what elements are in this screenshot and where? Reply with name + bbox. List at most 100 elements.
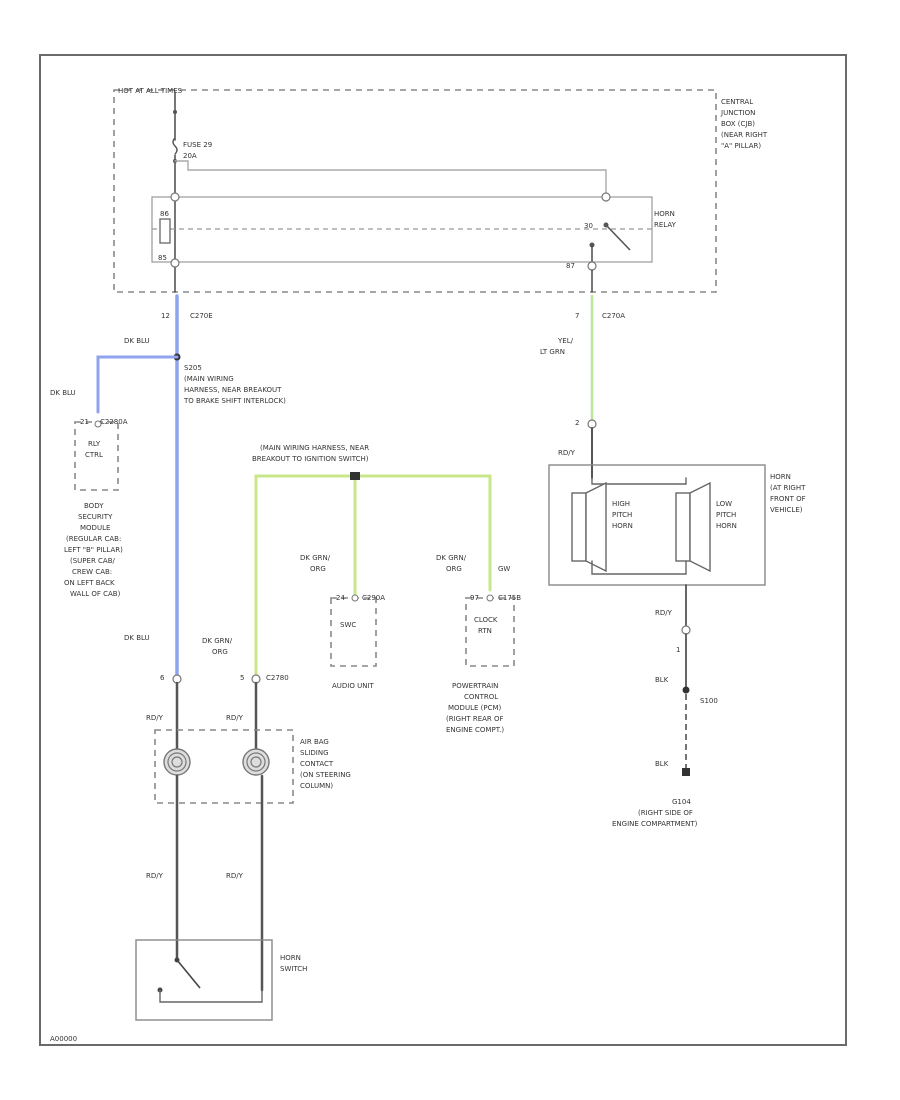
pcm-wire-tail: GW [498,565,510,573]
footer-code: A00000 [50,1035,77,1043]
cjb-label-1: CENTRAL [721,98,753,106]
pcm-desc-4: (RIGHT REAR OF [446,715,504,723]
clockspring-coil-left [163,748,191,776]
splice-s205-label: S205 [184,364,202,372]
security-connector: C2280A [100,418,128,426]
low-horn-label-3: HORN [716,522,737,530]
low-horn-label-2: PITCH [716,511,736,519]
horn-switch: HORN SWITCH [135,939,307,1021]
security-desc-6: (SUPER CAB/ [70,557,116,565]
horn-desc-1: HORN [770,473,791,481]
clockspring-desc-2: SLIDING [300,749,329,757]
security-desc-3: MODULE [80,524,110,532]
fuse-name: FUSE 29 [183,141,212,149]
splice-s100-label: S100 [700,697,718,705]
clockspring-wire-left-bottom: RD/Y [146,872,164,880]
pcm-desc-2: CONTROL [464,693,498,701]
security-desc-1: BODY [84,502,104,510]
relay-terminal-30: 30 [584,222,593,230]
security-desc-7: CREW CAB: [72,568,112,576]
audio-internal: SWC [340,621,356,629]
clockspring-desc-5: COLUMN) [300,782,333,790]
ground-desc-2: ENGINE COMPARTMENT) [612,820,698,828]
pcm-internal-2: RTN [478,627,492,635]
horn-switch-label-1: HORN [280,954,301,962]
ground-wire-mid-label: BLK [655,676,669,684]
wire-dk-blu-side-label: DK BLU [50,389,76,397]
horn-desc-2: (AT RIGHT [770,484,806,492]
horn-wire-label: RD/Y [558,449,576,457]
relay-switch-arm [605,224,631,251]
relay-terminal-85: 85 [158,254,167,262]
pcm-desc-5: ENGINE COMPT.) [446,726,504,734]
pin-6-label: 6 [160,674,165,682]
ground-wire-top-label: RD/Y [655,609,673,617]
cjb-label-3: BOX (CJB) [721,120,755,128]
security-module-box [74,421,119,491]
cjb-label-2: JUNCTION [720,109,755,117]
relay-label-1: HORN [654,210,675,218]
wire-left-label-1: DK GRN/ [202,637,233,645]
clockspring-desc-4: (ON STEERING [300,771,351,779]
harness-desc-2: BREAKOUT TO IGNITION SWITCH) [252,455,369,463]
ground-symbol [682,768,690,776]
connector-c270e-label: C270E [190,312,213,320]
ground-desc-1: (RIGHT SIDE OF [638,809,693,817]
security-desc-2: SECURITY [78,513,113,521]
pcm-desc-1: POWERTRAIN [452,682,498,690]
high-horn-label-1: HIGH [612,500,630,508]
ground-wire-bottom-label: BLK [655,760,669,768]
splice-s205-desc-2: HARNESS, NEAR BREAKOUT [184,386,282,394]
harness-desc-1: (MAIN WIRING HARNESS, NEAR [260,444,369,452]
diagram-border [39,54,847,1046]
high-horn-label-2: PITCH [612,511,632,519]
right-branch: 7 C270A YEL/ LT GRN 2 RD/Y HIGH PITCH HO… [540,294,806,828]
fuse-terminal-top [173,110,177,114]
clockspring-coil-right [242,748,270,776]
pin-7-label: 7 [575,312,579,320]
horn-switch-box [135,939,273,1021]
security-desc-8: ON LEFT BACK [64,579,115,587]
pcm-desc-3: MODULE (PCM) [448,704,501,712]
cjb-label-4: (NEAR RIGHT [721,131,768,139]
low-horn-label-1: LOW [716,500,732,508]
splice-s205-desc-1: (MAIN WIRING [184,375,234,383]
pin-5-label: 5 [240,674,244,682]
security-pin: 21 [80,418,89,426]
audio-wire-label-2: ORG [310,565,326,573]
splice-s100 [682,686,690,694]
pcm-pin: 97 [470,594,479,602]
clockspring-wire-right-bottom: RD/Y [226,872,244,880]
clockspring-wire-left: RD/Y [146,714,164,722]
clockspring-wire-right: RD/Y [226,714,244,722]
connector-c2780-label: C2780 [266,674,289,682]
relay-coil [159,218,171,244]
high-pitch-horn: HIGH PITCH HORN [571,481,633,573]
security-desc-5: LEFT "B" PILLAR) [64,546,123,554]
horn-desc-4: VEHICLE) [770,506,803,514]
low-pitch-horn: LOW PITCH HORN [675,481,737,573]
security-desc-4: (REGULAR CAB: [66,535,121,543]
pcm-internal-1: CLOCK [474,616,498,624]
fuse-symbol [172,137,178,155]
security-internal-1: RLY [88,440,101,448]
pcm-wire-label-2: ORG [446,565,462,573]
horn-pin-label: 2 [575,419,579,427]
airbag-sliding-contact: RD/Y RD/Y AIR BAG SLIDING CONTACT (ON ST… [146,681,351,992]
pcm-wire-label-1: DK GRN/ [436,554,467,562]
splice-harness [350,472,360,480]
wire-dk-blu-lower-label: DK BLU [124,634,150,642]
horn-switch-arm [176,959,201,989]
wire-left-label-2: ORG [212,648,228,656]
wire-dk-blu-branch [96,355,179,414]
wire-yel-label-1: YEL/ [557,337,574,345]
fuse-rating: 20A [183,152,197,160]
splice-s205-desc-3: TO BRAKE SHIFT INTERLOCK) [183,397,286,405]
clockspring-box [154,729,294,804]
cjb-label-5: "A" PILLAR) [721,142,761,150]
security-desc-9: WALL OF CAB) [70,590,121,598]
relay-terminal-86: 86 [160,210,169,218]
high-horn-label-3: HORN [612,522,633,530]
central-junction-box: HOT AT ALL TIMES FUSE 29 20A 86 85 30 87… [113,87,768,293]
hot-at-all-times-label: HOT AT ALL TIMES [118,87,183,95]
